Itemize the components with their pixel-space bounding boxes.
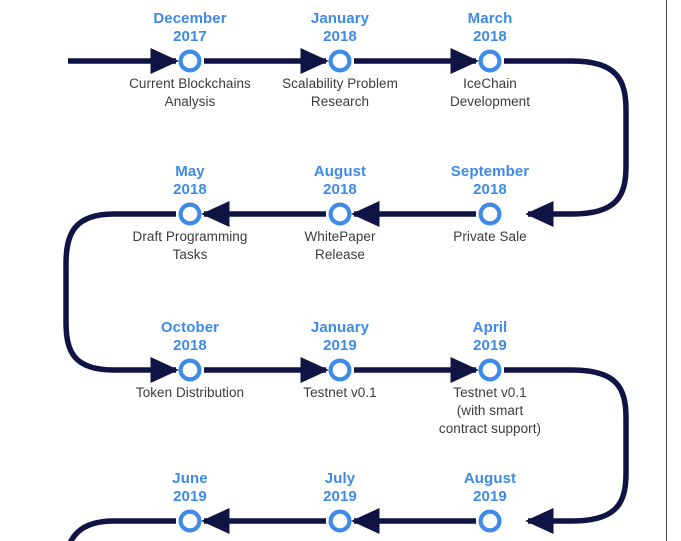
milestone-date-oct2018: October 2018 (160, 319, 220, 354)
milestone-may2018[interactable]: May 2018 Draft Programming Tasks (85, 163, 295, 264)
timeline-row-1-path (68, 47, 629, 228)
milestone-jul2019[interactable]: July 2019 (235, 470, 445, 535)
milestone-label-may2018: Draft Programming Tasks (132, 229, 248, 262)
milestone-date-jan2019: January 2019 (310, 319, 370, 354)
milestone-label-apr2019: Testnet v0.1 (with smart contract suppor… (438, 385, 542, 436)
node-spacer (385, 198, 595, 228)
milestone-apr2019[interactable]: April 2019 Testnet v0.1 (with smart cont… (385, 319, 595, 438)
node-spacer (385, 505, 595, 535)
connector-row2-to-row3 (63, 211, 179, 384)
milestone-jan2019[interactable]: January 2019 Testnet v0.1 (235, 319, 445, 402)
milestone-date-mar2018: March 2018 (467, 10, 513, 45)
timeline-row-2-path (63, 200, 476, 384)
milestone-date-jul2019: July 2019 (323, 470, 357, 505)
page-edge-border (666, 0, 667, 541)
milestone-label-dec2017: Current Blockchains Analysis (129, 76, 251, 109)
node-jan2019-icon[interactable] (328, 358, 352, 382)
milestone-date-dec2017: December 2017 (153, 10, 227, 45)
node-aug2018-icon[interactable] (328, 202, 352, 226)
timeline-row-4-path (68, 507, 476, 541)
milestone-date-may2018: May 2018 (173, 163, 207, 198)
milestone-dec2017[interactable]: December 2017 Current Blockchains Analys… (85, 10, 295, 111)
milestone-date-jun2019: June 2019 (172, 470, 208, 505)
milestone-date-sep2018: September 2018 (450, 163, 530, 198)
node-jun2019-icon[interactable] (178, 509, 202, 533)
milestone-date-apr2019: April 2019 (472, 319, 508, 354)
timeline-row-3-path (204, 356, 629, 535)
milestone-jun2019[interactable]: June 2019 (85, 470, 295, 535)
node-may2018-icon[interactable] (178, 202, 202, 226)
node-spacer (385, 45, 595, 75)
node-oct2018-icon[interactable] (178, 358, 202, 382)
milestone-aug2019[interactable]: August 2019 (385, 470, 595, 535)
milestone-jan2018[interactable]: January 2018 Scalability Problem Researc… (235, 10, 445, 111)
milestone-date-jan2018: January 2018 (310, 10, 370, 45)
milestone-nodes (178, 49, 502, 533)
milestone-label-jan2019: Testnet v0.1 (303, 385, 377, 400)
connector-row1-to-row2 (504, 58, 629, 228)
milestone-label-jan2018: Scalability Problem Research (282, 76, 398, 109)
milestone-aug2018[interactable]: August 2018 WhitePaper Release (235, 163, 445, 264)
node-apr2019-icon[interactable] (478, 358, 502, 382)
milestone-label-aug2018: WhitePaper Release (304, 229, 376, 262)
node-jul2019-icon[interactable] (328, 509, 352, 533)
milestone-mar2018[interactable]: March 2018 IceChain Development (385, 10, 595, 111)
milestone-date-aug2019: August 2019 (463, 470, 517, 505)
node-sep2018-icon[interactable] (478, 202, 502, 226)
node-dec2017-icon[interactable] (178, 49, 202, 73)
milestone-date-aug2018: August 2018 (313, 163, 367, 198)
node-mar2018-icon[interactable] (478, 49, 502, 73)
node-spacer (385, 354, 595, 384)
milestone-label-mar2018: IceChain Development (449, 76, 531, 109)
milestone-sep2018[interactable]: September 2018 Private Sale (385, 163, 595, 246)
milestone-oct2018[interactable]: October 2018 Token Distribution (85, 319, 295, 402)
milestone-label-sep2018: Private Sale (453, 229, 527, 244)
node-aug2019-icon[interactable] (478, 509, 502, 533)
node-jan2018-icon[interactable] (328, 49, 352, 73)
connector-row4-continues (68, 518, 176, 541)
connector-row3-to-row4 (504, 367, 629, 535)
milestone-label-oct2018: Token Distribution (135, 385, 245, 400)
